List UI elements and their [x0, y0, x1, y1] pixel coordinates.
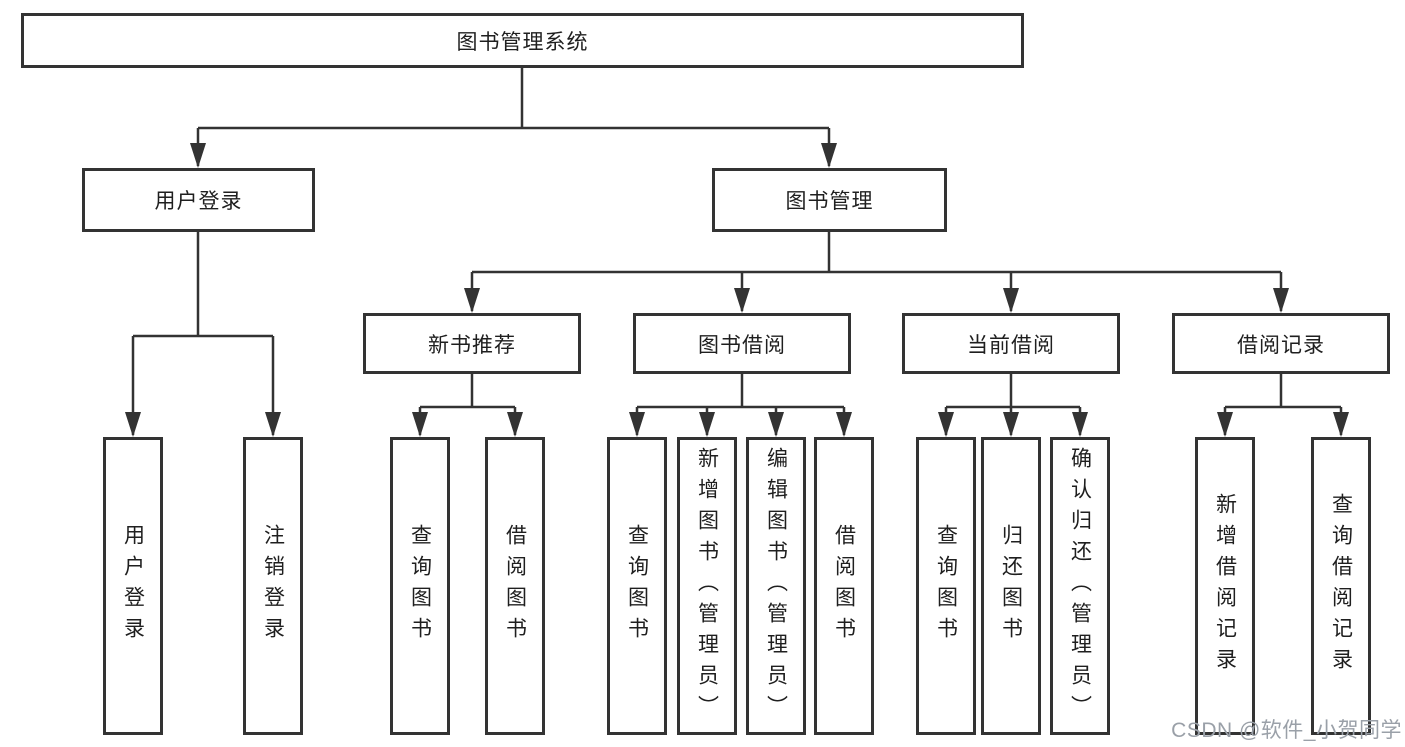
leaf-recommend-borrow-books: 借阅图书 [485, 437, 545, 735]
node-book-management: 图书管理 [712, 168, 947, 232]
node-book-management-label: 图书管理 [785, 190, 874, 213]
leaf-borrow-borrow-books-label: 借阅图书 [832, 524, 856, 648]
node-root-label: 图书管理系统 [456, 30, 589, 54]
node-borrow-records-label: 借阅记录 [1237, 333, 1325, 357]
leaf-borrow-query-books: 查询图书 [607, 437, 667, 735]
connector-userlogin-to-leaves [131, 232, 275, 435]
node-new-book-recommend-label: 新书推荐 [428, 333, 516, 357]
connector-records-to-leaves [1223, 374, 1343, 435]
leaf-records-add-record: 新增借阅记录 [1195, 437, 1255, 735]
node-user-login-group-label: 用户登录 [154, 190, 243, 213]
connector-bookmgmt-to-level3 [470, 232, 1283, 311]
leaf-recommend-query-books-label: 查询图书 [408, 524, 432, 648]
leaf-borrow-edit-books-admin: 编辑图书（管理员） [746, 437, 806, 735]
leaf-current-return-books: 归还图书 [981, 437, 1041, 735]
leaf-recommend-borrow-books-label: 借阅图书 [503, 524, 527, 648]
leaf-current-query-books: 查询图书 [916, 437, 976, 735]
connector-recommend-to-leaves [418, 374, 517, 435]
leaf-borrow-borrow-books: 借阅图书 [814, 437, 874, 735]
node-borrow-records: 借阅记录 [1172, 313, 1390, 374]
leaf-logout: 注销登录 [243, 437, 303, 735]
node-new-book-recommend: 新书推荐 [363, 313, 581, 374]
leaf-borrow-add-books-admin: 新增图书（管理员） [677, 437, 737, 735]
node-root: 图书管理系统 [21, 13, 1024, 68]
csdn-watermark: CSDN @软件_小贺同学 [1171, 719, 1402, 742]
leaf-borrow-edit-books-admin-label: 编辑图书（管理员） [764, 446, 788, 726]
node-current-borrow-label: 当前借阅 [967, 333, 1055, 357]
leaf-borrow-query-books-label: 查询图书 [625, 524, 649, 648]
leaf-records-add-record-label: 新增借阅记录 [1213, 493, 1237, 679]
leaf-logout-label: 注销登录 [261, 524, 285, 648]
node-current-borrow: 当前借阅 [902, 313, 1120, 374]
connector-root-to-level2 [196, 68, 831, 166]
leaf-current-return-books-label: 归还图书 [999, 524, 1023, 648]
leaf-records-query-record: 查询借阅记录 [1311, 437, 1371, 735]
leaf-current-query-books-label: 查询图书 [934, 524, 958, 648]
node-book-borrow: 图书借阅 [633, 313, 851, 374]
connector-borrow-to-leaves [635, 374, 846, 435]
leaf-records-query-record-label: 查询借阅记录 [1329, 493, 1353, 679]
leaf-borrow-add-books-admin-label: 新增图书（管理员） [695, 446, 719, 726]
leaf-recommend-query-books: 查询图书 [390, 437, 450, 735]
leaf-user-login-label: 用户登录 [121, 524, 145, 648]
leaf-current-confirm-return-admin: 确认归还（管理员） [1050, 437, 1110, 735]
leaf-user-login: 用户登录 [103, 437, 163, 735]
arrowhead-icons [125, 143, 1349, 437]
node-book-borrow-label: 图书借阅 [698, 333, 786, 357]
node-user-login-group: 用户登录 [82, 168, 315, 232]
leaf-current-confirm-return-admin-label: 确认归还（管理员） [1068, 446, 1092, 726]
